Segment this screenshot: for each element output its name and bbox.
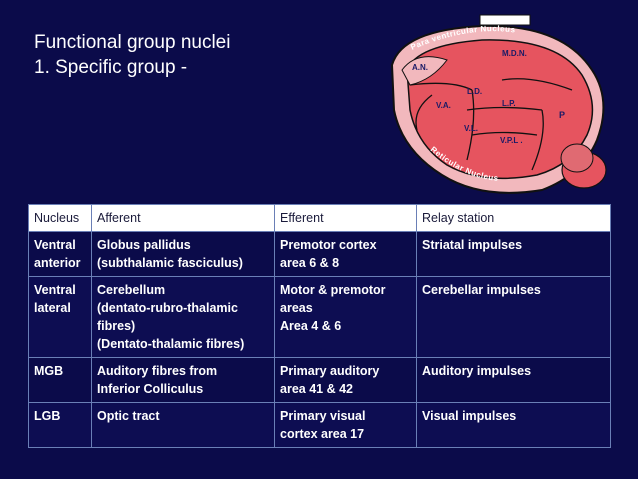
table-row: Ventral lateral Cerebellum (dentato-rubr… — [28, 276, 611, 358]
cell-line: Area 4 & 6 — [280, 319, 342, 333]
cell-line: Auditory impulses — [422, 364, 532, 378]
nuclei-table: Nucleus Afferent Efferent Relay station … — [28, 204, 611, 448]
cell-line: cortex area 17 — [280, 427, 365, 441]
cell-line: (Dentato-thalamic fibres) — [97, 337, 245, 351]
cell-relay: Striatal impulses — [416, 231, 611, 277]
cell-relay: Visual impulses — [416, 402, 611, 448]
p-label: P — [559, 110, 565, 120]
cell-efferent: Premotor cortex area 6 & 8 — [274, 231, 417, 277]
header-nucleus: Nucleus — [28, 204, 92, 232]
cell-nucleus: LGB — [28, 402, 92, 448]
title-line-1: Functional group nuclei — [34, 32, 231, 53]
cell-line: MGB — [34, 364, 64, 378]
header-efferent: Efferent — [274, 204, 417, 232]
cell-line: fibres) — [97, 319, 136, 333]
title-line-2: 1. Specific group - — [34, 57, 188, 78]
cell-line: Globus pallidus — [97, 238, 191, 252]
table-row: Ventral anterior Globus pallidus (subtha… — [28, 231, 611, 277]
cell-line: (dentato-rubro-thalamic — [97, 301, 238, 315]
an-region — [401, 56, 448, 86]
lp-label: L.P. — [502, 99, 516, 108]
division-lines — [409, 78, 573, 171]
cell-line: areas — [280, 301, 313, 315]
an-label: A.N. — [412, 63, 428, 72]
table-row: LGB Optic tract Primary visual cortex ar… — [28, 402, 611, 448]
cell-line: area 41 & 42 — [280, 382, 353, 396]
mdn-label: M.D.N. — [502, 49, 527, 58]
cell-line: area 6 & 8 — [280, 256, 340, 270]
cell-line: Ventral — [34, 283, 76, 297]
cell-line: (subthalamic fasciculus) — [97, 256, 243, 270]
cell-line: Auditory fibres from — [97, 364, 218, 378]
table-header-row: Nucleus Afferent Efferent Relay station — [28, 204, 611, 232]
cell-nucleus: MGB — [28, 357, 92, 403]
header-afferent: Afferent — [91, 204, 275, 232]
cell-line: Optic tract — [97, 409, 160, 423]
cell-efferent: Primary auditory area 41 & 42 — [274, 357, 417, 403]
cell-nucleus: Ventral lateral — [28, 276, 92, 358]
cell-afferent: Cerebellum (dentato-rubro-thalamic fibre… — [91, 276, 275, 358]
thalamus-nuclei-diagram: Para ventricular Nucleus Reticular Nucle… — [390, 14, 607, 194]
slide-title: Functional group nuclei 1. Specific grou… — [34, 30, 230, 80]
cell-line: anterior — [34, 256, 81, 270]
cell-line: Cerebellum — [97, 283, 166, 297]
header-relay-station: Relay station — [416, 204, 611, 232]
cell-relay: Auditory impulses — [416, 357, 611, 403]
cell-line: lateral — [34, 301, 71, 315]
cell-line: Striatal impulses — [422, 238, 523, 252]
cell-relay: Cerebellar impulses — [416, 276, 611, 358]
thalamus-inner — [406, 39, 594, 180]
cell-efferent: Primary visual cortex area 17 — [274, 402, 417, 448]
table-row: MGB Auditory fibres from Inferior Collic… — [28, 357, 611, 403]
ld-label: L.D. — [467, 87, 482, 96]
cell-efferent: Motor & premotor areas Area 4 & 6 — [274, 276, 417, 358]
cell-nucleus: Ventral anterior — [28, 231, 92, 277]
cell-line: Cerebellar impulses — [422, 283, 541, 297]
cell-line: Motor & premotor — [280, 283, 386, 297]
cell-line: Visual impulses — [422, 409, 517, 423]
cell-line: Primary visual — [280, 409, 366, 423]
cell-afferent: Globus pallidus (subthalamic fasciculus) — [91, 231, 275, 277]
cell-line: Premotor cortex — [280, 238, 377, 252]
cell-line: Primary auditory — [280, 364, 380, 378]
cell-line: Ventral — [34, 238, 76, 252]
cell-line: LGB — [34, 409, 61, 423]
cell-afferent: Auditory fibres from Inferior Colliculus — [91, 357, 275, 403]
cell-afferent: Optic tract — [91, 402, 275, 448]
pulvinar-bulge-inner — [560, 143, 594, 173]
cell-line: Inferior Colliculus — [97, 382, 204, 396]
diagram-cap — [479, 14, 531, 26]
vl-label: V.L. — [464, 124, 478, 133]
va-label: V.A. — [436, 101, 451, 110]
vpl-label: V.P.L . — [500, 136, 523, 145]
